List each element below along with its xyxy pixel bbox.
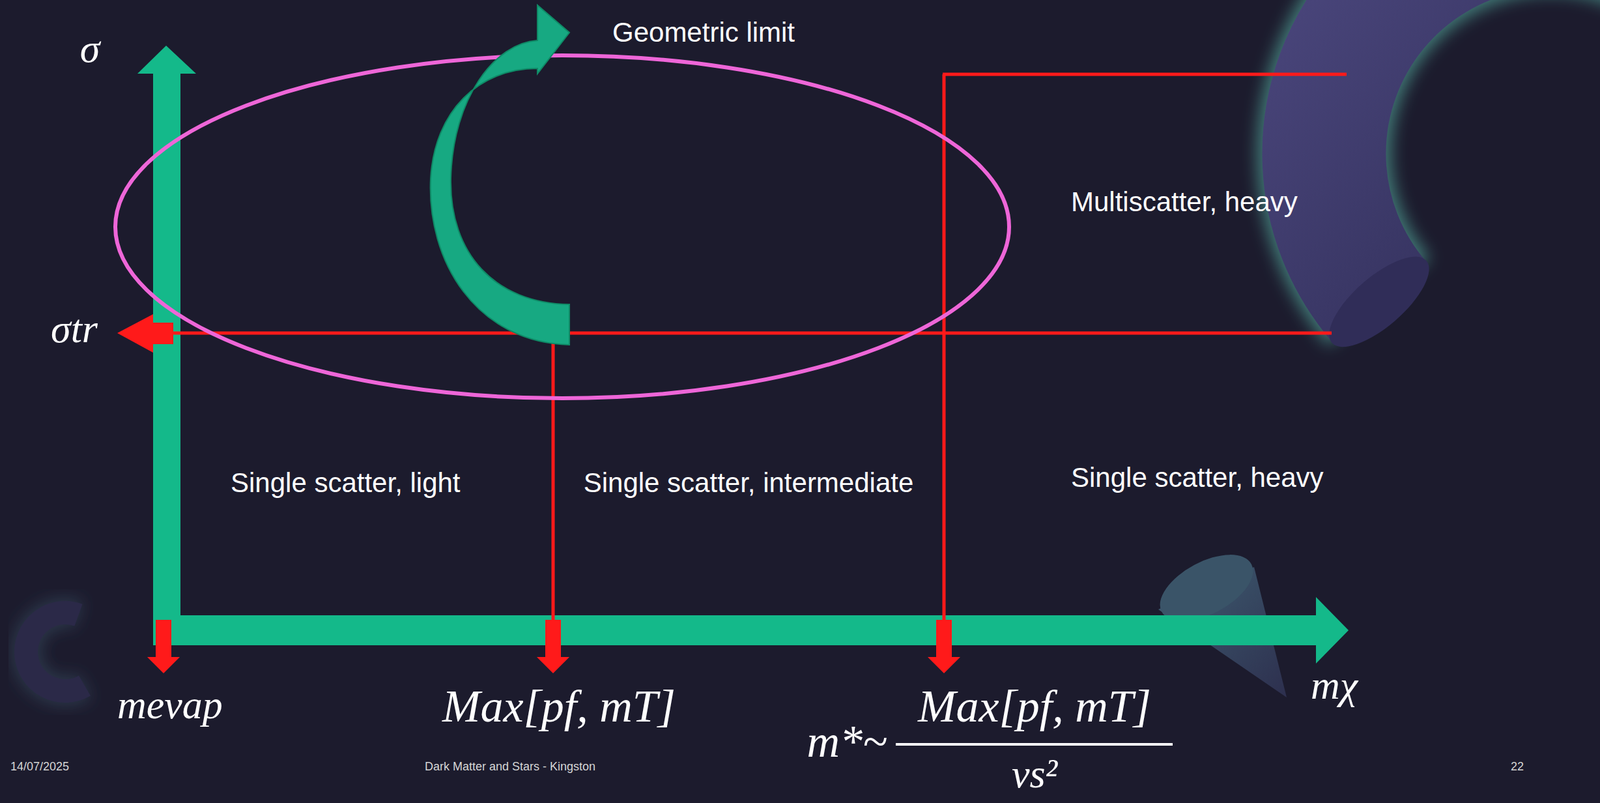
x-axis-arrowhead — [1315, 596, 1349, 664]
annotation: Geometric limit — [612, 16, 795, 49]
region-label: Single scatter, intermediate — [583, 467, 915, 499]
torus-decoration — [1323, 0, 1600, 302]
intermediate-boundary — [551, 332, 556, 623]
small-torus-glow — [26, 612, 85, 691]
footer-text: 22 — [1510, 759, 1524, 774]
sigma-tr-marker — [117, 314, 174, 353]
formula-text: m*~ — [807, 715, 888, 769]
small-torus-decoration — [26, 612, 85, 691]
heavy-marker — [927, 619, 961, 673]
formula-denominator: vs² — [1011, 750, 1058, 797]
heavy-boundary — [942, 74, 946, 623]
axis-label: σtr — [50, 305, 98, 352]
intermediate-marker — [536, 619, 570, 673]
footer-text: Dark Matter and Stars - Kingston — [424, 759, 596, 774]
region-label: Single scatter, light — [230, 467, 461, 499]
fraction-bar — [895, 742, 1173, 746]
geometric-limit-ellipse — [115, 55, 1010, 399]
x-axis — [153, 614, 1320, 645]
y-axis-arrowhead — [137, 45, 197, 74]
torus-glow — [1323, 0, 1600, 302]
region-label: Single scatter, heavy — [1071, 461, 1324, 494]
y-axis — [153, 71, 181, 645]
multiscatter-top — [942, 72, 1347, 77]
axis-label: mχ — [1310, 661, 1358, 709]
sigma-tr-line — [173, 331, 1332, 335]
mass-scale-label: Max[pf, mT] — [442, 680, 676, 733]
footer-text: 14/07/2025 — [10, 759, 70, 774]
curved-arrow — [430, 5, 570, 345]
formula-numerator: Max[pf, mT] — [917, 680, 1152, 733]
torus-end-cap — [1315, 241, 1443, 361]
axis-label: σ — [80, 25, 101, 72]
mass-scale-label: mevap — [117, 681, 223, 728]
region-label: Multiscatter, heavy — [1071, 186, 1298, 218]
m-evap-marker — [147, 619, 180, 673]
